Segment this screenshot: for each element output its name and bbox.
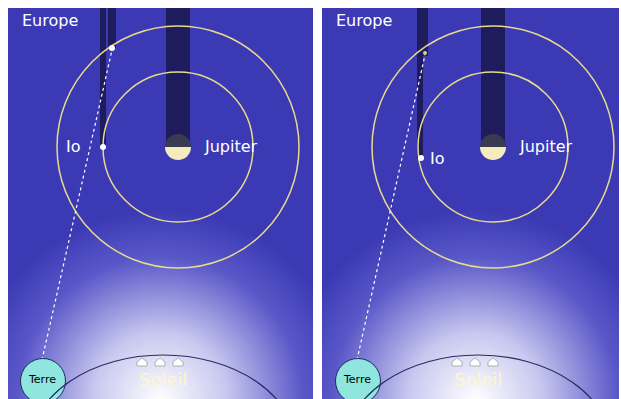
planet-label: Jupiter xyxy=(205,139,257,155)
earth-circle: Terre xyxy=(335,358,381,399)
planet-label: Jupiter xyxy=(520,139,572,155)
moon-label: Io xyxy=(66,139,81,155)
sun-label: Soleil xyxy=(139,371,188,389)
earth-circle: Terre xyxy=(20,358,66,399)
sun-disc: Soleil xyxy=(343,352,613,399)
earth-label: Terre xyxy=(344,374,371,385)
earth-label: Terre xyxy=(29,374,56,385)
sun-label: Soleil xyxy=(454,371,503,389)
moon-label: Europe xyxy=(336,13,392,29)
moon-label: Europe xyxy=(22,13,78,29)
moon-label: Io xyxy=(430,151,445,167)
sun-disc: Soleil xyxy=(28,352,298,399)
